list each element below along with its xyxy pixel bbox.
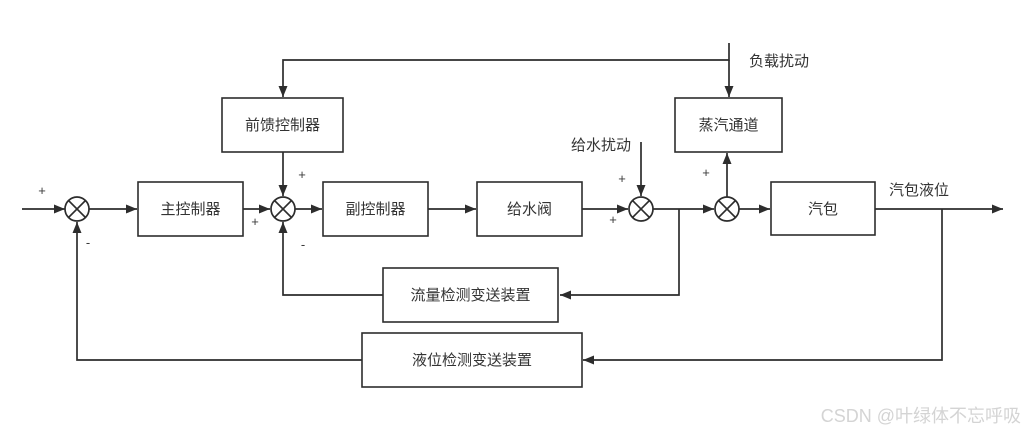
junction2-top-sign: +	[298, 167, 306, 182]
block-feedforward-controller: 前馈控制器	[221, 97, 344, 153]
summing-junction-1	[64, 196, 90, 222]
block-flow-transmitter-label: 流量检测变送装置	[410, 287, 530, 304]
block-level-transmitter: 液位检测变送装置	[361, 332, 583, 388]
summing-junction-4	[714, 196, 740, 222]
csdn-watermark: CSDN @叶绿体不忘呼吸	[821, 406, 1021, 426]
load-disturbance-to-feedforward-line	[278, 43, 730, 97]
junction1-bottom-sign: -	[86, 235, 90, 250]
block-steam-channel-label: 蒸汽通道	[698, 117, 758, 134]
level-tap-to-level-transmitter-line	[583, 209, 943, 365]
block-feedforward-controller-label: 前馈控制器	[245, 117, 320, 134]
load-disturbance-label: 负载扰动	[749, 53, 809, 70]
block-drum-label: 汽包	[808, 201, 838, 218]
block-secondary-controller-label: 副控制器	[345, 201, 405, 218]
block-feedwater-valve-label: 给水阀	[507, 201, 552, 218]
summing-junction-2	[270, 196, 296, 222]
drum-level-output-label: 汽包液位	[889, 182, 949, 199]
connectors	[22, 43, 1003, 365]
junction3-top-sign: +	[618, 171, 626, 186]
block-flow-transmitter: 流量检测变送装置	[382, 267, 559, 323]
block-drum: 汽包	[770, 181, 876, 236]
junction2-bottom-sign: -	[301, 237, 305, 252]
feedwater-disturbance-label: 给水扰动	[571, 137, 631, 154]
level-transmitter-feedback-line	[72, 222, 362, 361]
block-level-transmitter-label: 液位检测变送装置	[412, 352, 532, 369]
junction4-up-sign: +	[702, 165, 710, 180]
block-secondary-controller: 副控制器	[322, 181, 429, 237]
flow-transmitter-feedback-line	[278, 222, 383, 296]
junction3-left-sign: +	[609, 212, 617, 227]
block-feedwater-valve: 给水阀	[476, 181, 583, 237]
block-steam-channel: 蒸汽通道	[674, 97, 783, 153]
summing-junction-3	[628, 196, 654, 222]
annotations: 负载扰动 给水扰动 汽包液位	[571, 53, 949, 199]
block-main-controller: 主控制器	[137, 181, 244, 237]
block-main-controller-label: 主控制器	[160, 201, 220, 218]
flow-tap-to-flow-transmitter-line	[560, 209, 680, 300]
junction1-left-sign: +	[38, 183, 46, 198]
sum-signs: + - + + - + + +	[38, 165, 710, 252]
junction2-left-sign: +	[251, 214, 259, 229]
